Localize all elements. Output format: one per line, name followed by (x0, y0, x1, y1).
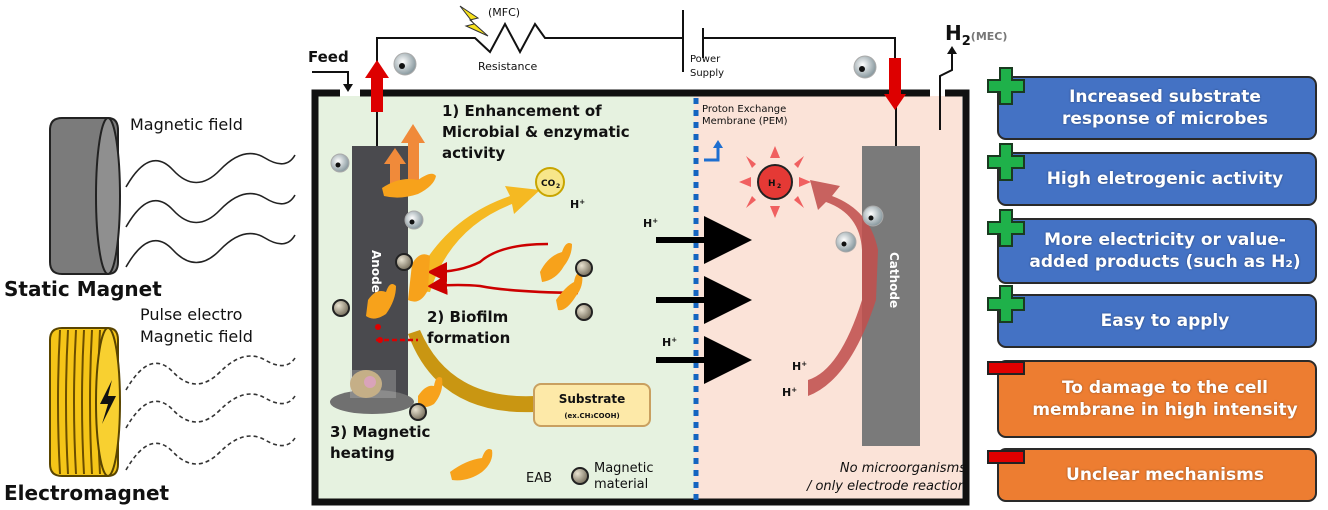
effect2-label-2: formation (427, 329, 510, 347)
anode-label: Anode (369, 250, 383, 293)
static-magnet-icon (49, 117, 121, 275)
electron-icon (862, 205, 884, 227)
pro-item: More electricity or value-added products… (997, 218, 1317, 284)
svg-text:CO: CO (541, 179, 556, 189)
electron-icon (404, 210, 424, 230)
lightning-icon (100, 380, 116, 424)
reduction-arrow-icon (808, 180, 878, 396)
h2-output-label: H2(MEC) (945, 21, 1007, 49)
effect2-label-1: 2) Biofilm (427, 308, 508, 326)
effect3-label-2: heating (330, 444, 395, 462)
pro-item: High eletrogenic activity (997, 152, 1317, 206)
magnetic-heating-icon (330, 370, 414, 414)
feed-label: Feed (308, 48, 349, 66)
eab-bacterium-icon (366, 173, 583, 481)
activity-up-arrow-icon (384, 124, 425, 186)
proton-label: H+ (570, 198, 585, 211)
electromagnet-title: Electromagnet (4, 481, 170, 505)
minus-icon (987, 450, 1025, 464)
co2-molecule-icon: CO 2 (535, 167, 565, 197)
con-item: Unclear mechanisms (997, 448, 1317, 502)
electron-in-arrow-icon (884, 58, 906, 110)
svg-text:2: 2 (556, 183, 560, 190)
cathode-label: Cathode (887, 252, 901, 308)
effect1-label-3: activity (442, 144, 505, 162)
power-supply-label-1: Power (690, 54, 721, 65)
plus-icon (987, 209, 1025, 247)
proton-label: H+ (782, 386, 797, 399)
pem-label-2: Membrane (PEM) (702, 116, 788, 127)
mfc-label: (MFC) (488, 6, 520, 19)
effect1-label-1: 1) Enhancement of (442, 102, 602, 120)
electron-icon (393, 52, 417, 76)
proton-label: H+ (792, 360, 807, 373)
cathode-note-1: No microorganisms (840, 461, 966, 476)
electron-icon (330, 153, 350, 173)
legend-eab-label: EAB (526, 471, 552, 486)
plus-icon (987, 67, 1025, 105)
electron-icon (835, 231, 857, 253)
mfc-lightning-icon (459, 5, 489, 37)
pulse-field-label-2: Magnetic field (140, 327, 253, 346)
minus-icon (987, 361, 1025, 375)
legend-eab-icon (450, 449, 493, 481)
legend-magnetic-icon (571, 467, 589, 485)
proton-label: H+ (643, 217, 658, 230)
electron-out-arrow-icon (365, 60, 389, 112)
pulse-field-waves (125, 355, 296, 471)
legend-magnetic-label-1: Magnetic (594, 461, 654, 476)
external-circuit-wire (376, 10, 896, 90)
power-supply-label-2: Supply (690, 68, 724, 79)
resistance-label: Resistance (478, 60, 538, 73)
pulse-field-label-1: Pulse electro (140, 305, 242, 324)
plus-icon (987, 285, 1025, 323)
svg-text:H: H (768, 179, 776, 189)
static-field-waves (125, 152, 296, 268)
static-magnet-title: Static Magnet (4, 277, 162, 301)
pem-label-1: Proton Exchange (702, 104, 786, 115)
static-field-label: Magnetic field (130, 115, 243, 134)
svg-text:2: 2 (777, 183, 781, 190)
svg-text:(ex.CH₃COOH): (ex.CH₃COOH) (564, 412, 619, 420)
plus-icon (987, 143, 1025, 181)
feed-arrow-icon (312, 71, 349, 88)
reactor-wall (311, 89, 970, 506)
effect3-label-1: 3) Magnetic (330, 423, 430, 441)
legend-magnetic-label-2: material (594, 477, 648, 492)
electron-icon (853, 55, 877, 79)
proton-label: H+ (662, 336, 677, 349)
magnetic-particle-icon (332, 253, 593, 485)
cathode-note-2: / only electrode reaction (806, 479, 966, 494)
svg-text:Substrate: Substrate (559, 392, 626, 406)
h2-bubble-icon: H 2 (739, 146, 811, 218)
substrate-box: Substrate (ex.CH₃COOH) (533, 383, 651, 427)
pro-item: Easy to apply (997, 294, 1317, 348)
biofilm-attraction-arrows (427, 242, 579, 295)
effect1-label-2: Microbial & enzymatic (442, 123, 630, 141)
pem-pointer-icon (704, 146, 720, 162)
electromagnet-icon (49, 327, 121, 477)
substrate-arc-icon (408, 330, 535, 413)
proton-transfer-arrows (656, 216, 752, 384)
